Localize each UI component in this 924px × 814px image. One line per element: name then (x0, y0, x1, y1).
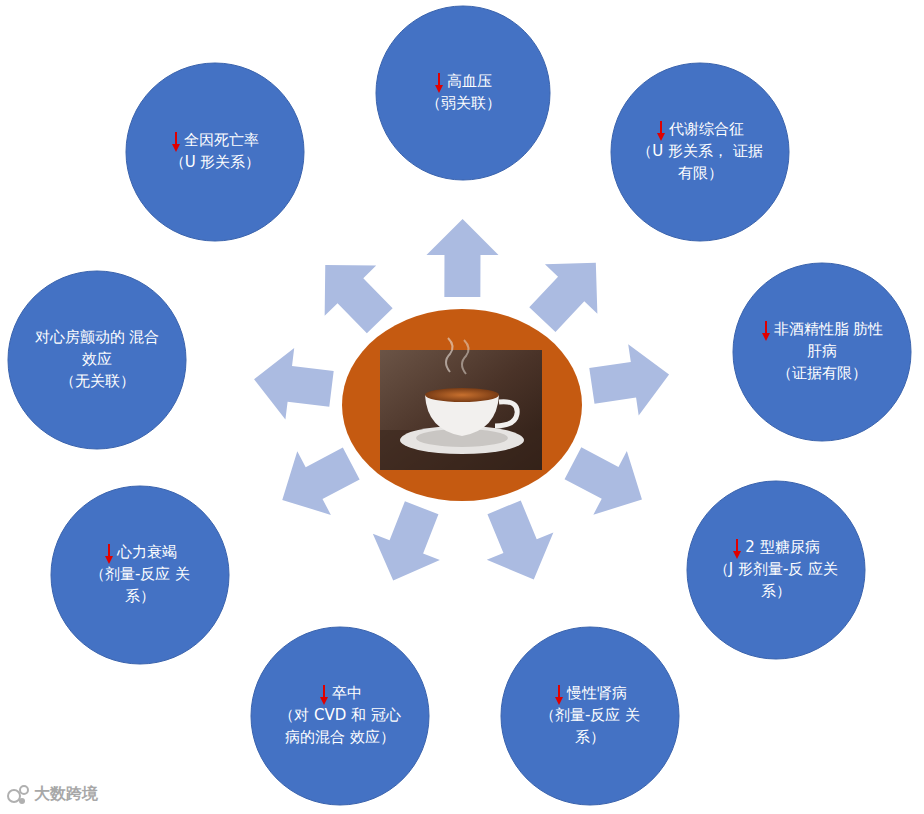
circle-fill (251, 627, 429, 805)
text-line: （证据有限） (758, 363, 886, 385)
circle-text: 慢性肾病 （剂量-反应 关系） (526, 683, 654, 749)
topic-heading: 对心房颤动的 混合效应 (35, 328, 160, 368)
text-line: 全因死亡率 (151, 130, 279, 152)
circle-fill (51, 486, 229, 664)
text-line: 心力衰竭 (76, 542, 204, 564)
circle-text: 卒中 （对 CVD 和 冠心病的混合 效应） (276, 683, 404, 749)
text-line: （无关联） (33, 371, 161, 393)
topic-heading: 心力衰竭 (117, 543, 177, 561)
center-ellipse (342, 309, 582, 501)
block-arrow (426, 219, 498, 297)
topic-circle: 心力衰竭 （剂量-反应 关系） (50, 485, 230, 665)
decrease-arrow (554, 685, 564, 705)
text-line: 2 型糖尿病 (712, 537, 840, 559)
text-line: 高血压 (399, 71, 527, 93)
circle-shape (375, 5, 551, 181)
decrease-arrow (434, 73, 444, 93)
watermark: 大数跨境 (34, 784, 98, 805)
text-line: 非酒精性脂 肪性肝病 (758, 319, 886, 363)
text-line: （J 形剂量-反 应关系） (712, 559, 840, 603)
circle-fill (8, 271, 186, 449)
decrease-arrow (171, 132, 181, 152)
text-line: 代谢综合征 (636, 119, 764, 141)
topic-note: （弱关联） (426, 94, 501, 112)
decrease-arrow (319, 685, 329, 705)
text-line: （剂量-反应 关系） (76, 564, 204, 608)
topic-heading: 代谢综合征 (669, 120, 744, 138)
topic-circle: 对心房颤动的 混合效应 （无关联） (7, 270, 187, 450)
circle-fill (687, 481, 865, 659)
topic-note: （J 形剂量-反 应关系） (714, 560, 838, 600)
topic-heading: 高血压 (447, 72, 492, 90)
watermark-icon (8, 786, 28, 804)
block-arrow (325, 265, 393, 333)
circle-fill (501, 627, 679, 805)
text-line: （U 形关系） (151, 152, 279, 174)
circle-text: 全因死亡率 （U 形关系） (151, 130, 279, 174)
circle-fill (376, 6, 550, 180)
circle-text: 高血压 （弱关联） (399, 71, 527, 115)
block-arrow (529, 263, 597, 332)
topic-circle: 高血压 （弱关联） (375, 5, 551, 181)
text-line: （对 CVD 和 冠心病的混合 效应） (276, 705, 404, 749)
topic-circle: 慢性肾病 （剂量-反应 关系） (500, 626, 680, 806)
topic-circle: 全因死亡率 （U 形关系） (125, 62, 305, 242)
topic-note: （无关联） (60, 372, 135, 390)
coffee-photo (380, 338, 542, 470)
topic-note: （剂量-反应 关系） (90, 565, 190, 605)
circle-fill (611, 63, 789, 241)
circle-fill (733, 263, 911, 441)
topic-note: （对 CVD 和 冠心病的混合 效应） (279, 706, 401, 746)
topic-note: （剂量-反应 关系） (540, 706, 640, 746)
circle-shape (125, 62, 305, 242)
text-line: 对心房颤动的 混合效应 (33, 327, 161, 371)
topic-circle: 2 型糖尿病 （J 形剂量-反 应关系） (686, 480, 866, 660)
topic-circle: 代谢综合征 （U 形关系， 证据有限） (610, 62, 790, 242)
text-line: 慢性肾病 (526, 683, 654, 705)
topic-heading: 卒中 (332, 684, 362, 702)
block-arrow (282, 448, 359, 515)
circle-text: 非酒精性脂 肪性肝病 （证据有限） (758, 319, 886, 385)
text-line: 卒中 (276, 683, 404, 705)
topic-circle: 卒中 （对 CVD 和 冠心病的混合 效应） (250, 626, 430, 806)
text-line: （U 形关系， 证据有限） (636, 141, 764, 185)
circle-text: 2 型糖尿病 （J 形剂量-反 应关系） (712, 537, 840, 603)
block-arrow (373, 501, 440, 580)
topic-note: （U 形关系， 证据有限） (637, 142, 763, 182)
topic-heading: 慢性肾病 (567, 684, 627, 702)
block-arrow (254, 348, 334, 419)
arrow-layer (254, 219, 669, 580)
block-arrow (487, 500, 554, 579)
decrease-arrow (104, 544, 114, 564)
circle-text: 对心房颤动的 混合效应 （无关联） (33, 327, 161, 392)
topic-note: （U 形关系） (170, 153, 261, 171)
decrease-arrow (656, 121, 666, 141)
circle-fill (126, 63, 304, 241)
topic-heading: 2 型糖尿病 (745, 538, 819, 556)
decrease-arrow (761, 321, 771, 341)
topic-heading: 全因死亡率 (184, 131, 259, 149)
text-line: （剂量-反应 关系） (526, 705, 654, 749)
circle-text: 心力衰竭 （剂量-反应 关系） (76, 542, 204, 608)
decrease-arrow (732, 539, 742, 559)
text-line: （弱关联） (399, 93, 527, 115)
circle-text: 代谢综合征 （U 形关系， 证据有限） (636, 119, 764, 185)
topic-circle: 非酒精性脂 肪性肝病 （证据有限） (732, 262, 912, 442)
topic-heading: 非酒精性脂 肪性肝病 (774, 320, 884, 360)
block-arrow (589, 344, 669, 415)
block-arrow (565, 447, 642, 514)
topic-note: （证据有限） (777, 364, 867, 382)
